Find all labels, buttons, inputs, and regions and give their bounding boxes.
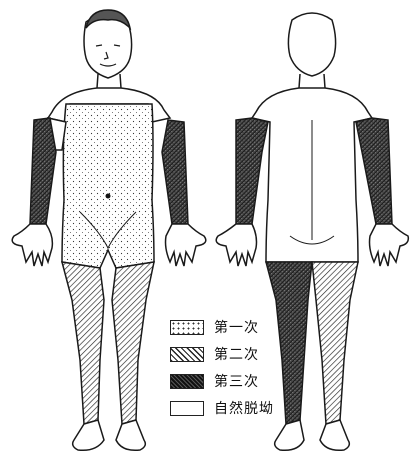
swatch-dots <box>170 320 204 335</box>
front-left-leg <box>62 262 104 424</box>
back-right-leg <box>312 262 358 424</box>
swatch-blank <box>170 401 204 416</box>
legend-item-third: 第三次 <box>170 372 305 392</box>
front-right-foot <box>116 420 145 450</box>
legend-label: 第二次 <box>214 345 259 365</box>
front-left-forearm <box>30 118 56 224</box>
legend-item-second: 第二次 <box>170 345 305 365</box>
swatch-hatch-dense <box>170 374 204 389</box>
back-left-foot <box>275 420 304 450</box>
legend-item-natural: 自然脱坳 <box>170 399 305 419</box>
front-right-hand <box>166 224 206 266</box>
front-right-leg <box>112 262 154 424</box>
back-left-hand <box>216 224 256 266</box>
front-left-hand <box>12 224 52 266</box>
legend-label: 第三次 <box>214 372 259 392</box>
back-left-forearm <box>236 118 268 224</box>
back-right-forearm <box>356 118 392 224</box>
swatch-hatch-light <box>170 347 204 362</box>
legend-item-first: 第一次 <box>170 318 305 338</box>
legend-label: 自然脱坳 <box>214 399 274 419</box>
front-left-foot <box>73 420 104 450</box>
back-head <box>288 13 335 76</box>
front-torso-dotted <box>62 104 154 268</box>
front-right-forearm <box>162 120 188 224</box>
back-right-hand <box>370 224 409 266</box>
back-right-foot <box>320 420 349 450</box>
legend-label: 第一次 <box>214 318 259 338</box>
